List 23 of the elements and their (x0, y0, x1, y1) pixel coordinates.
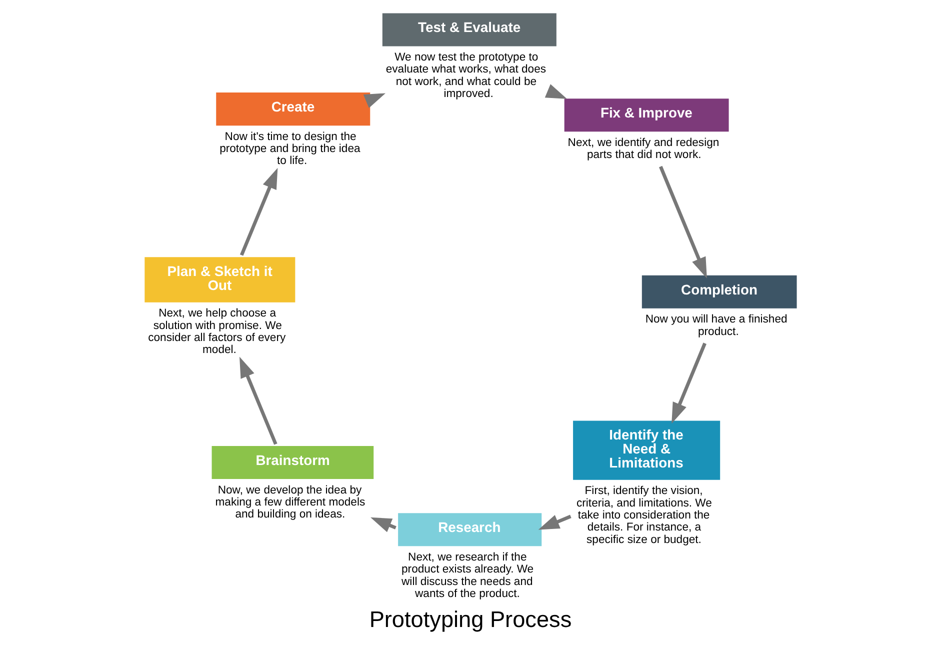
node-label: Next, we help choose a solution with promise. We consider all factors of every model. (148, 308, 286, 356)
node-box: Identify the Need & Limitations (572, 420, 720, 480)
arrow (238, 356, 277, 445)
node-label: Now it's time to design the prototype and bring the idea to life. (219, 130, 360, 168)
node-box: Create (216, 92, 370, 126)
node-box: Research (398, 513, 542, 546)
diagram-title: Prototyping Process (368, 606, 572, 632)
arrow (239, 168, 278, 256)
node-label: We now test the prototype to evaluate what works, what does not work, and what could be improved. (385, 52, 546, 100)
node-label: Now you will have a finished product. (644, 314, 787, 338)
node-box: Plan & Sketch it Out (144, 257, 295, 302)
arrow (538, 514, 571, 530)
node-label: Next, we research if the product exists already. We will discuss the needs and wants of the product. (401, 551, 534, 600)
arrow (362, 93, 385, 108)
arrow (658, 166, 706, 278)
node-label: Now, we develop the idea by making a few different models and building on ideas. (214, 484, 365, 521)
node-label: First, identify the vision, criteria, and limitations. We take into consideration the details. For instance, a specific size or budget. (576, 485, 712, 546)
arrow (671, 342, 706, 424)
node-label: Next, we identify and redesign parts that did not work. (567, 136, 719, 162)
node-box: Fix & Improve (564, 98, 728, 132)
node-box: Test & Evaluate (382, 13, 556, 46)
node-box: Brainstorm (211, 446, 374, 480)
node-box: Completion (641, 275, 796, 308)
